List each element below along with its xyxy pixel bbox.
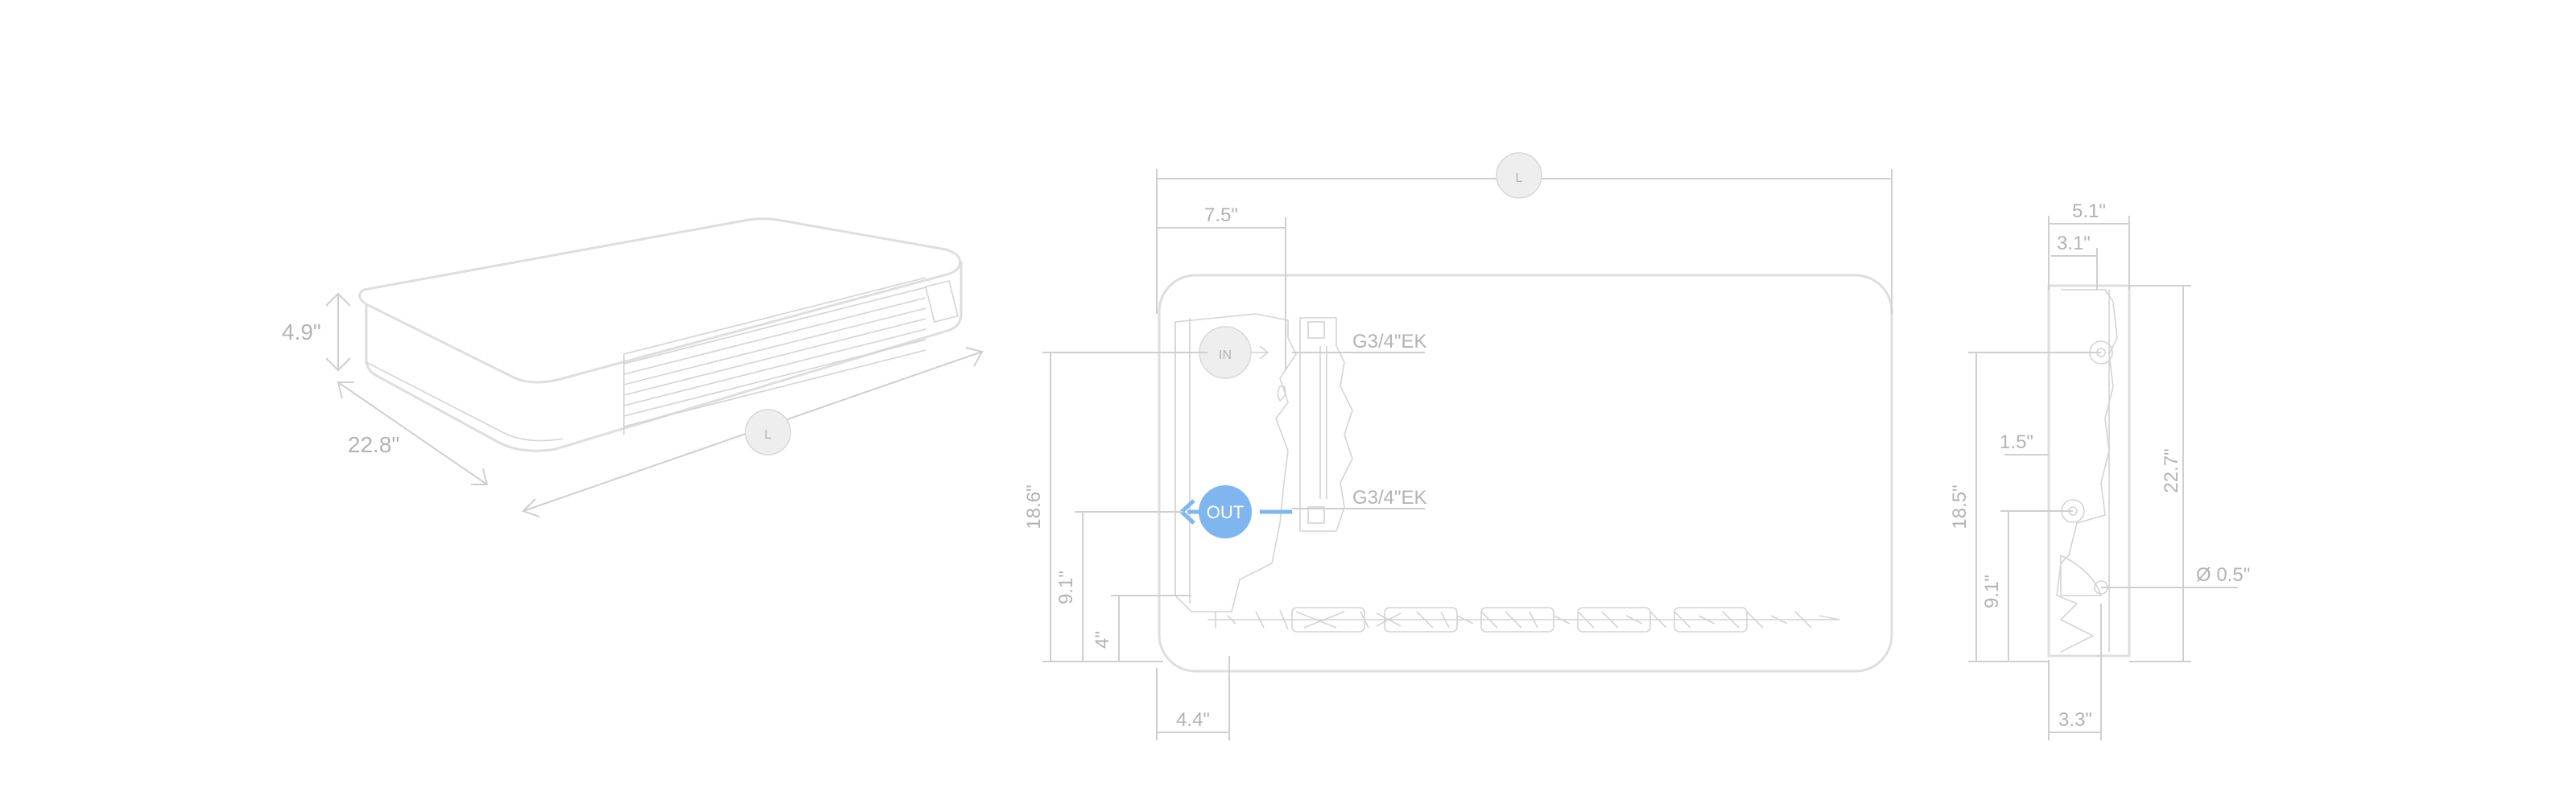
side-inner-width-dimension: 3.1" [2051,233,2098,290]
iso-depth-label: 22.8" [348,432,399,457]
front-manifold [1299,317,1353,532]
iso-length-marker [745,409,791,456]
front-length-marker [1496,152,1542,199]
side-bottom-width-label: 3.3" [2058,709,2092,731]
iso-top-surface [358,217,961,384]
side-mid-offset-label: 1.5" [2000,431,2033,453]
front-length-marker-label: L [1516,171,1523,185]
front-base-height-label: 4" [1092,631,1113,649]
side-height-label: 18.5" [1949,484,1971,529]
side-low-height-dimension: 9.1" [1981,510,2073,662]
port-bottom-label: G3/4"EK [1352,487,1427,509]
front-out-height-label: 9.1" [1055,571,1077,604]
iso-depth-dimension: 22.8" [336,381,489,485]
front-bottom-offset-dimension: 4.4" [1156,656,1230,740]
front-port-labels: G3/4"EK G3/4"EK [1292,331,1427,509]
port-top-label: G3/4"EK [1352,331,1427,352]
side-view: 5.1" 3.1" 1.5" 18.5" 9.1" [1949,200,2250,740]
front-top-offset-label: 7.5" [1204,204,1238,226]
side-mid-offset-dimension: 1.5" [2000,431,2049,456]
front-bottom-offset-label: 4.4" [1176,709,1210,731]
front-left-bracket [1174,313,1297,612]
side-hole-label: Ø 0.5" [2196,564,2250,586]
front-body-outline [1158,274,1893,673]
side-height-dimension: 18.5" [1949,352,2101,662]
side-width-label: 5.1" [2072,200,2106,222]
out-marker-label: OUT [1207,502,1244,522]
front-base-height-dimension: 4" [1092,595,1191,662]
front-height-label: 18.6" [1023,484,1045,529]
iso-height-label: 4.9" [282,319,321,344]
iso-vent-slats [623,277,959,435]
front-top-offset-dimension: 7.5" [1157,204,1286,370]
front-fin-row [1208,607,1840,633]
front-in-port: IN [1199,326,1286,402]
side-inner-width-label: 3.1" [2057,233,2091,254]
isometric-view: 4.9" 22.8" L [282,217,984,517]
side-width-dimension: 5.1" [2048,200,2130,290]
iso-front-edge [365,262,963,452]
iso-front-lower-edge [365,361,564,442]
out-marker [1199,485,1252,538]
side-full-height-dimension: 22.7" [2129,285,2191,662]
front-view: L 7.5" IN G3/4"EK G3/4"EK OUT [1023,152,1893,740]
side-low-height-label: 9.1" [1981,575,2003,608]
iso-length-dimension: L [522,347,984,517]
out-callout: OUT [1179,485,1292,538]
front-total-length-dimension: L [1156,152,1893,314]
front-out-height-dimension: 9.1" [1055,511,1183,662]
front-height-dimension: 18.6" [1023,352,1208,662]
side-body-outline [2047,284,2131,658]
in-marker-label: IN [1219,348,1232,362]
iso-length-marker-label: L [765,428,772,442]
side-hole-dimension: Ø 0.5" [2101,564,2250,588]
side-bottom-width-dimension: 3.3" [2048,604,2102,740]
iso-height-dimension: 4.9" [282,292,351,372]
side-full-height-label: 22.7" [2161,448,2182,493]
